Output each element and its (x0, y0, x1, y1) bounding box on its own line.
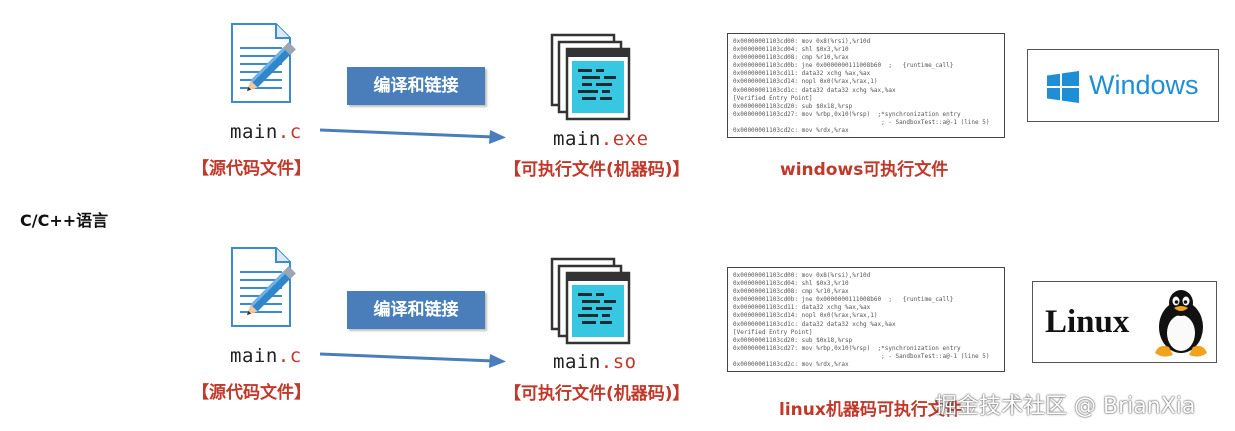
asm-line: 0x00000001103cd00: mov 0x8(%rsi),%r10d (733, 272, 871, 279)
asm-line: 0x00000001103cd04: shl $0x3,%r10 (733, 280, 849, 288)
compile-link-button[interactable]: 编译和链接 (347, 67, 485, 105)
asm-line: 0x00000001103cd27: mov %rbp,0x10(%rsp) ;… (733, 344, 961, 352)
asm-line: [Verified Entry Point] (733, 94, 813, 102)
source-filename: main.c (230, 121, 302, 143)
asm-line: 0x00000001103cd00: mov 0x8(%rsi),%r10d (733, 38, 871, 45)
windows-logo-icon (1047, 71, 1079, 103)
asm-line: 0x00000001103cd0b: jne 0x0000000111008b6… (733, 296, 954, 304)
output-filename: main.so (553, 351, 637, 373)
asm-line: 0x00000001103cd2c: mov %rdx,%rax (733, 127, 849, 135)
watermark: 掘金技术社区 @ BrianXia (935, 394, 1196, 419)
executable-window-icon (550, 257, 632, 345)
output-file-label: 【可执行文件(机器码)】 (504, 384, 690, 404)
asm-line: 0x00000001103cd27: mov %rbp,0x10(%rsp) ;… (733, 110, 961, 118)
asm-line: 0x00000001103cd04: shl $0x3,%r10 (733, 46, 849, 54)
asm-line: 0x00000001103cd11: data32 xchg %ax,%ax (733, 70, 871, 78)
linux-logo-text: Linux (1045, 304, 1130, 340)
windows-logo-box: Windows (1027, 49, 1219, 122)
asm-line: 0x00000001103cd20: sub $0x18,%rsp (733, 102, 853, 110)
source-document-icon (224, 22, 304, 104)
asm-line: 0x00000001103cd08: cmp %r10,%rax (733, 54, 849, 62)
source-file-label: 【源代码文件】 (192, 159, 311, 179)
asm-line: [Verified Entry Point] (733, 328, 813, 336)
asm-line: 0x00000001103cd1c: data32 data32 xchg %a… (733, 86, 896, 94)
asm-line: ; - SandboxTest::a@-1 (line 5) (733, 352, 990, 360)
asm-line: ; - SandboxTest::a@-1 (line 5) (733, 118, 990, 126)
compile-arrow (319, 128, 506, 144)
section-title: C/C++语言 (20, 211, 109, 230)
compile-link-button[interactable]: 编译和链接 (347, 291, 485, 329)
platform-executable-label: windows可执行文件 (780, 160, 949, 180)
asm-line: 0x00000001103cd08: cmp %r10,%rax (733, 288, 849, 296)
source-document-icon (224, 246, 304, 328)
windows-logo-text: Windows (1089, 70, 1199, 100)
output-filename: main.exe (553, 128, 649, 150)
asm-line: 0x00000001103cd14: nopl 0x0(%rax,%rax,1) (733, 312, 878, 320)
linux-logo-box: Linux (1032, 281, 1217, 363)
asm-line: 0x00000001103cd1c: data32 data32 xchg %a… (733, 320, 896, 328)
executable-window-icon (550, 33, 632, 121)
asm-line: 0x00000001103cd20: sub $0x18,%rsp (733, 336, 853, 344)
compile-arrow (319, 352, 506, 368)
source-filename: main.c (230, 345, 302, 367)
source-file-label: 【源代码文件】 (192, 383, 311, 403)
platform-executable-label: linux机器码可执行文件 (779, 400, 962, 420)
asm-line: 0x00000001103cd2c: mov %rdx,%rax (733, 361, 849, 369)
asm-line: 0x00000001103cd0b: jne 0x0000000111008b6… (733, 62, 954, 70)
asm-line: 0x00000001103cd11: data32 xchg %ax,%ax (733, 304, 871, 312)
tux-penguin-icon (1155, 290, 1207, 357)
asm-line: 0x00000001103cd14: nopl 0x0(%rax,%rax,1) (733, 78, 878, 86)
output-file-label: 【可执行文件(机器码)】 (504, 160, 690, 180)
